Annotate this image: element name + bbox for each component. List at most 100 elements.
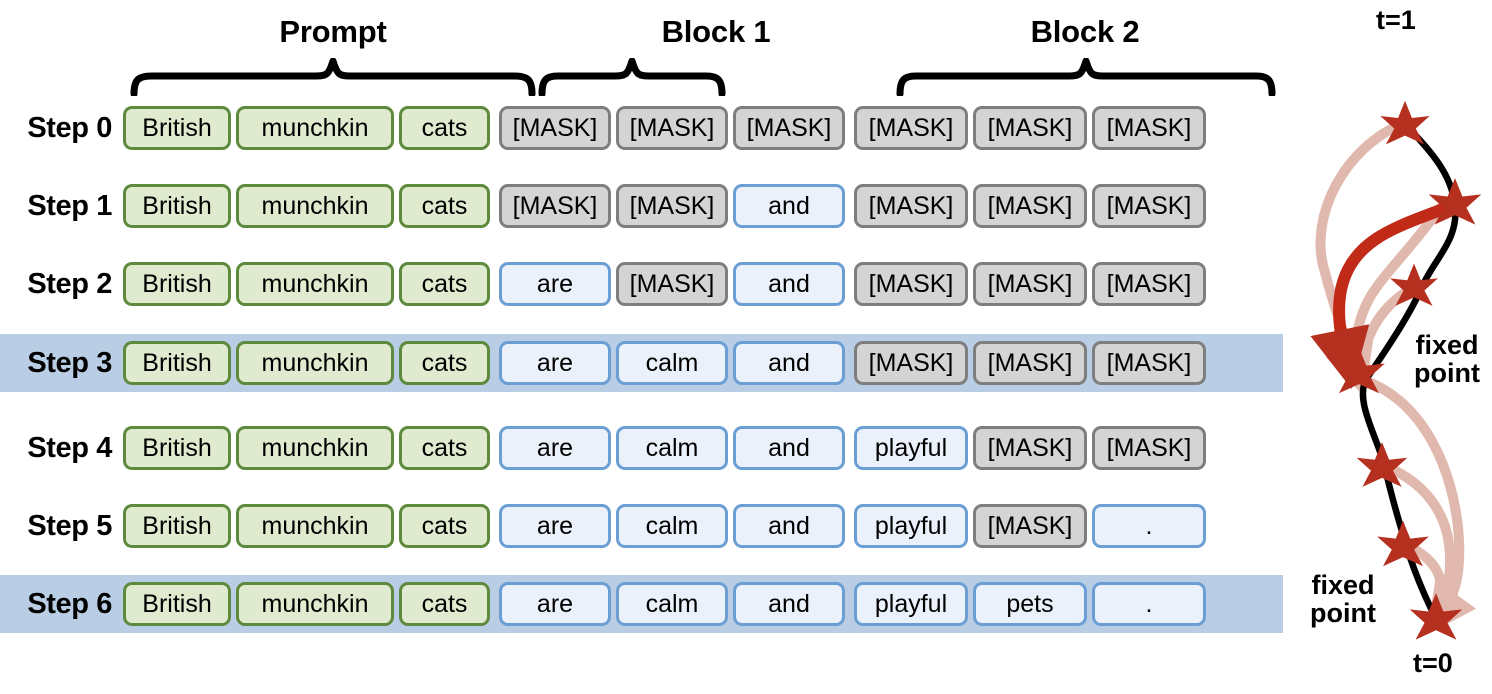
token-cell[interactable]: [MASK]	[854, 106, 968, 150]
token-cell[interactable]: British	[123, 262, 231, 306]
step-label: Step 6	[27, 587, 112, 620]
token-cell[interactable]: [MASK]	[1092, 426, 1206, 470]
token-cell[interactable]: are	[499, 341, 611, 385]
t-start-label: t=1	[1376, 5, 1416, 35]
step-label: Step 3	[27, 346, 112, 379]
step-label: Step 4	[27, 431, 112, 464]
token-cell[interactable]: are	[499, 504, 611, 548]
token-cell[interactable]: British	[123, 582, 231, 626]
token-cell[interactable]: and	[733, 262, 845, 306]
token-row: British munchkin cats are calm and playf…	[123, 582, 1211, 626]
token-cell[interactable]: [MASK]	[973, 504, 1087, 548]
step-label: Step 2	[27, 267, 112, 300]
token-cell[interactable]: are	[499, 426, 611, 470]
token-cell[interactable]: cats	[399, 262, 490, 306]
token-cell[interactable]: British	[123, 426, 231, 470]
token-cell[interactable]: calm	[616, 341, 728, 385]
token-cell[interactable]: munchkin	[236, 504, 394, 548]
token-cell[interactable]: and	[733, 184, 845, 228]
token-cell[interactable]: are	[499, 582, 611, 626]
group-label-prompt: Prompt	[279, 14, 387, 49]
token-cell[interactable]: and	[733, 582, 845, 626]
fixed-point-label-upper: fixed point	[1414, 330, 1480, 388]
token-row: British munchkin cats are calm and playf…	[123, 426, 1211, 470]
brace-block1	[538, 58, 726, 96]
token-cell[interactable]: British	[123, 504, 231, 548]
table-row: Step 5 British munchkin cats are calm an…	[0, 497, 1283, 555]
step-label: Step 1	[27, 189, 112, 222]
token-cell[interactable]: munchkin	[236, 426, 394, 470]
token-cell[interactable]: calm	[616, 504, 728, 548]
token-cell[interactable]: cats	[399, 582, 490, 626]
star-marker-fixed-point-lower	[1409, 593, 1463, 640]
token-cell[interactable]: munchkin	[236, 582, 394, 626]
token-cell[interactable]: [MASK]	[1092, 184, 1206, 228]
token-cell[interactable]: British	[123, 184, 231, 228]
token-cell[interactable]: [MASK]	[973, 341, 1087, 385]
token-cell[interactable]: [MASK]	[616, 106, 728, 150]
token-cell[interactable]: munchkin	[236, 106, 394, 150]
token-cell[interactable]: [MASK]	[499, 106, 611, 150]
token-cell[interactable]: and	[733, 504, 845, 548]
table-row: Step 6 British munchkin cats are calm an…	[0, 575, 1283, 633]
token-cell[interactable]: [MASK]	[1092, 106, 1206, 150]
table-row: Step 0 British munchkin cats [MASK] [MAS…	[0, 99, 1283, 157]
token-row: British munchkin cats [MASK] [MASK] and …	[123, 184, 1211, 228]
token-cell[interactable]: cats	[399, 341, 490, 385]
token-cell[interactable]: playful	[854, 504, 968, 548]
token-cell[interactable]: cats	[399, 106, 490, 150]
step-label: Step 5	[27, 509, 112, 542]
trajectory-svg	[1310, 100, 1482, 640]
token-cell[interactable]: are	[499, 262, 611, 306]
token-cell[interactable]: pets	[973, 582, 1087, 626]
table-row: Step 1 British munchkin cats [MASK] [MAS…	[0, 177, 1283, 235]
brace-prompt	[130, 58, 536, 96]
token-cell[interactable]: calm	[616, 582, 728, 626]
token-cell[interactable]: [MASK]	[973, 426, 1087, 470]
token-cell[interactable]: cats	[399, 184, 490, 228]
group-label-block2: Block 2	[1030, 14, 1140, 49]
star-marker-fixed-point-upper	[1333, 347, 1385, 394]
token-cell[interactable]: playful	[854, 582, 968, 626]
token-cell[interactable]: cats	[399, 426, 490, 470]
token-cell[interactable]: [MASK]	[733, 106, 845, 150]
token-cell[interactable]: British	[123, 106, 231, 150]
token-cell[interactable]: [MASK]	[499, 184, 611, 228]
strong-shortcut-path	[1310, 200, 1457, 389]
table-row: Step 3 British munchkin cats are calm an…	[0, 334, 1283, 392]
token-cell[interactable]: [MASK]	[1092, 341, 1206, 385]
step-label: Step 0	[27, 111, 112, 144]
group-label-block1: Block 1	[661, 14, 771, 49]
token-cell[interactable]: and	[733, 426, 845, 470]
token-cell[interactable]: and	[733, 341, 845, 385]
token-cell[interactable]: munchkin	[236, 341, 394, 385]
t-end-label: t=0	[1413, 648, 1453, 678]
token-cell[interactable]: [MASK]	[616, 184, 728, 228]
token-cell[interactable]: cats	[399, 504, 490, 548]
token-cell[interactable]: [MASK]	[973, 184, 1087, 228]
table-row: Step 2 British munchkin cats are [MASK] …	[0, 255, 1283, 313]
star-marker	[1380, 100, 1430, 145]
token-cell[interactable]: [MASK]	[973, 262, 1087, 306]
token-cell[interactable]: [MASK]	[1092, 262, 1206, 306]
token-cell[interactable]: playful	[854, 426, 968, 470]
token-cell[interactable]: .	[1092, 504, 1206, 548]
token-cell[interactable]: [MASK]	[854, 184, 968, 228]
token-cell[interactable]: British	[123, 341, 231, 385]
token-cell[interactable]: [MASK]	[973, 106, 1087, 150]
star-marker	[1390, 263, 1438, 306]
token-cell[interactable]: [MASK]	[616, 262, 728, 306]
token-cell[interactable]: calm	[616, 426, 728, 470]
star-markers	[1333, 100, 1482, 640]
token-cell[interactable]: [MASK]	[854, 341, 968, 385]
star-marker	[1428, 178, 1482, 225]
token-row: British munchkin cats [MASK] [MASK] [MAS…	[123, 106, 1211, 150]
token-cell[interactable]: munchkin	[236, 262, 394, 306]
token-row: British munchkin cats are calm and playf…	[123, 504, 1211, 548]
token-cell[interactable]: [MASK]	[854, 262, 968, 306]
token-row: British munchkin cats are calm and [MASK…	[123, 341, 1211, 385]
star-marker	[1356, 442, 1408, 487]
token-cell[interactable]: .	[1092, 582, 1206, 626]
token-cell[interactable]: munchkin	[236, 184, 394, 228]
